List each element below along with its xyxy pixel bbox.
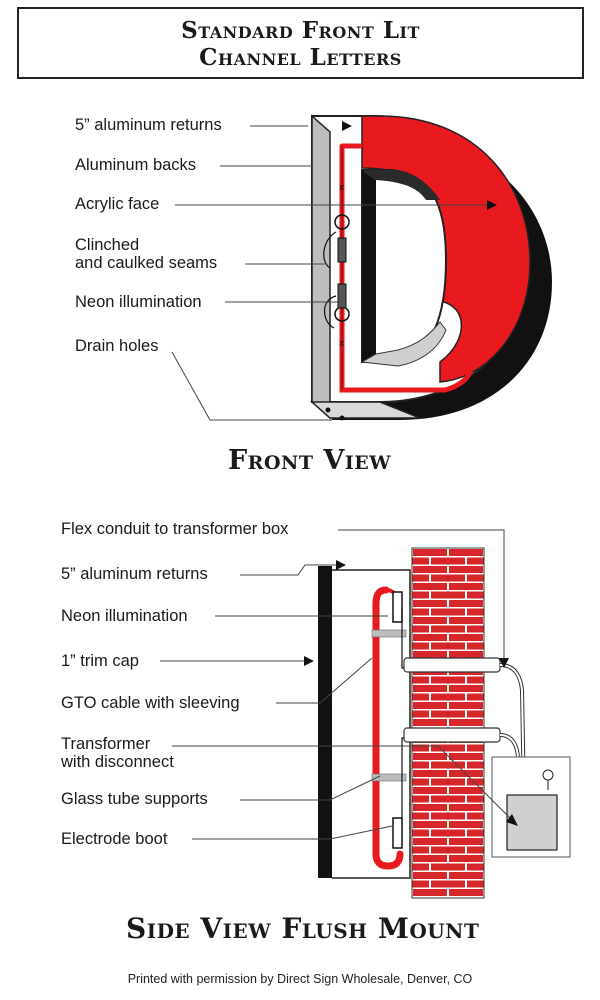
label-glass-tube-supports: Glass tube supports [61, 790, 208, 808]
side-arrowheads [304, 560, 518, 826]
credit-line: Printed with permission by Direct Sign W… [127, 972, 473, 986]
label-aluminum-backs: Aluminum backs [75, 156, 197, 174]
label-aluminum-returns: 5” aluminum returns [75, 116, 222, 134]
label-electrode-boot: Electrode boot [61, 830, 168, 848]
front-view-title: Front View [228, 445, 392, 476]
label-drain-holes: Drain holes [75, 337, 159, 355]
label-neon-illumination: Neon illumination [75, 293, 202, 311]
front-arrowheads [342, 121, 497, 210]
label-transformer: Transformer [61, 735, 151, 753]
title-line-1: Standard Front Lit [181, 17, 420, 44]
title-line-2: Channel Letters [199, 44, 402, 71]
title-box: Standard Front Lit Channel Letters [17, 7, 584, 79]
svg-text:x: x [339, 183, 345, 193]
label-caulked-seams: and caulked seams [75, 254, 218, 272]
label-gto-cable: GTO cable with sleeving [61, 694, 240, 712]
label-acrylic-face: Acrylic face [75, 195, 160, 213]
channel-letter-d: x x [310, 114, 552, 421]
side-view-assembly [318, 547, 571, 899]
svg-text:x: x [339, 339, 345, 349]
label-with-disconnect: with disconnect [61, 753, 174, 771]
label-clinched: Clinched [75, 236, 140, 254]
side-view-title: Side View Flush Mount [126, 912, 480, 945]
label-trim-cap: 1” trim cap [61, 652, 139, 670]
label-side-aluminum-returns: 5” aluminum returns [61, 565, 208, 583]
label-side-neon-illumination: Neon illumination [61, 607, 188, 625]
side-leader-lines [160, 529, 513, 840]
front-leader-lines [171, 125, 488, 421]
label-flex-conduit: Flex conduit to transformer box [61, 520, 289, 538]
